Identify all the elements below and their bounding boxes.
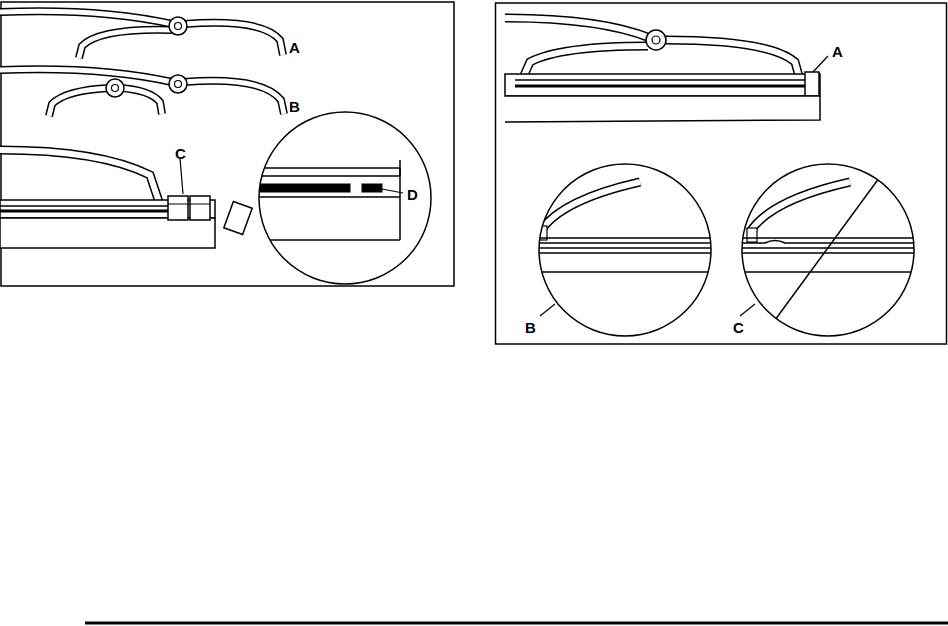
callout-letter: A [832,44,843,59]
callout-letter: C [175,146,186,161]
callout-letter: C [733,320,744,335]
callout-letter: B [525,320,536,335]
callout-letter: A [289,40,300,55]
callout-letter: D [407,187,418,202]
callout-letter: B [289,99,300,114]
